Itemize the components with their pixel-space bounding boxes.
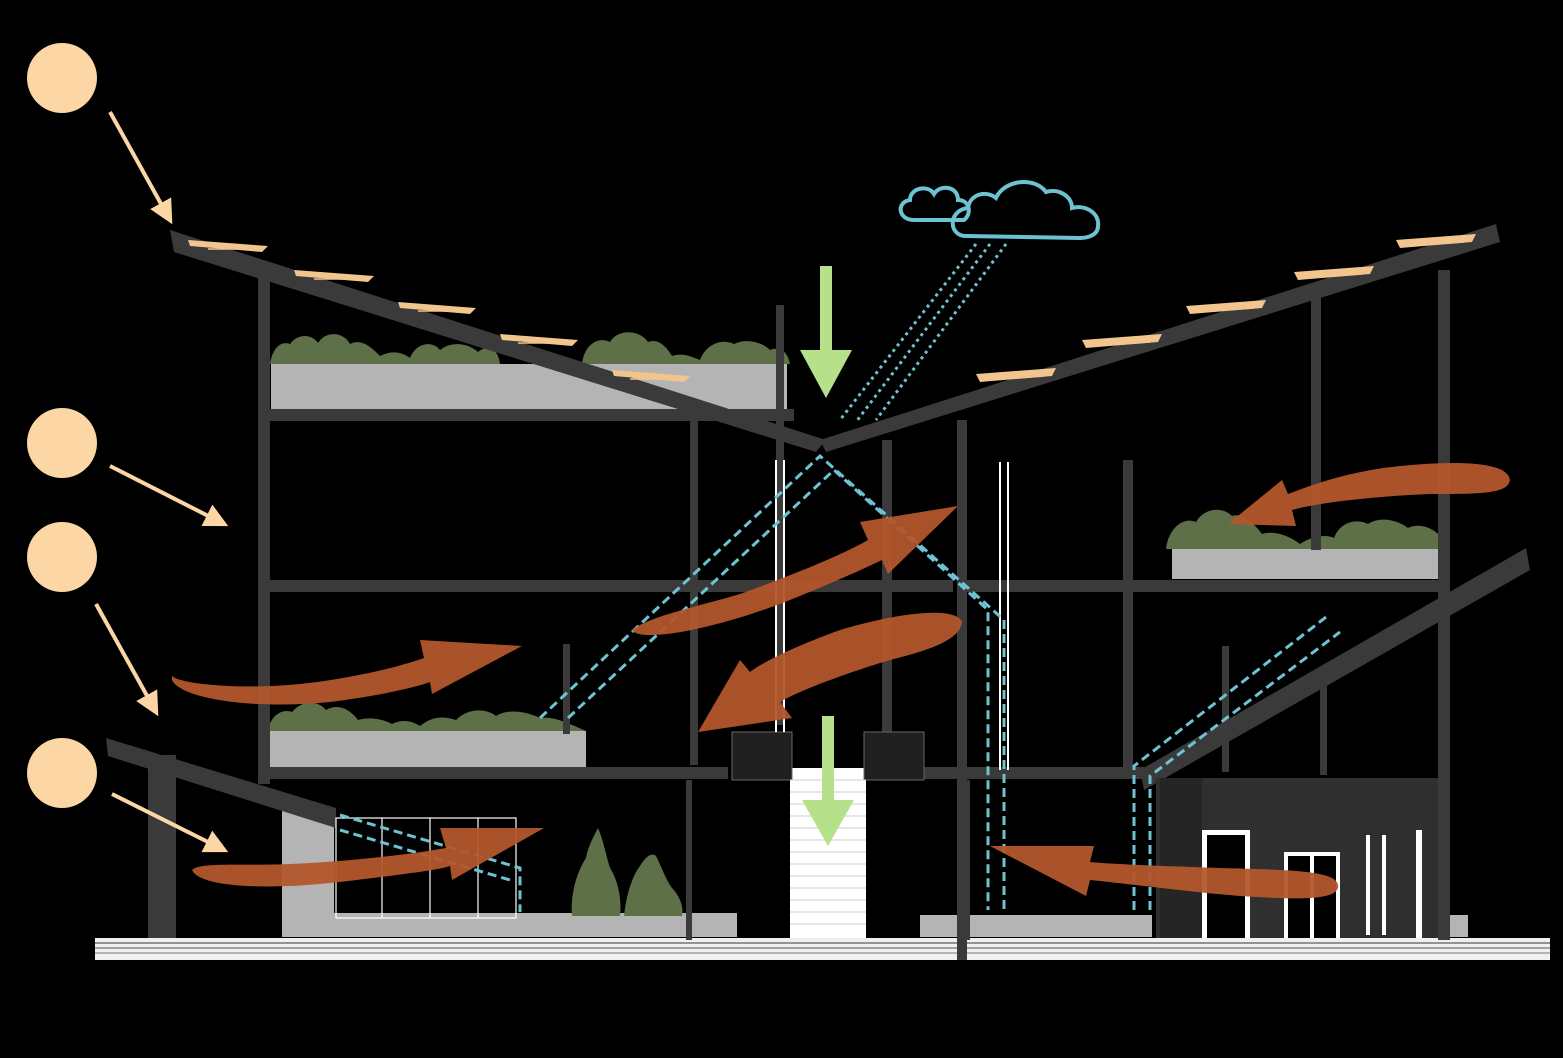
slab-level-1 [258, 767, 728, 779]
tree-icon [624, 854, 683, 916]
rain-path [339, 813, 522, 912]
column [957, 420, 967, 960]
column [1222, 646, 1229, 772]
column [882, 440, 892, 765]
airflow-arrow-icon [632, 506, 958, 636]
sun-rays [94, 111, 229, 853]
daylight-arrow-icon [800, 266, 852, 398]
stair-cap-right [863, 731, 925, 781]
airflow-arrow-icon [172, 640, 522, 705]
solar-panels [188, 234, 1476, 382]
column [563, 644, 570, 734]
structure-slabs [258, 409, 1447, 779]
column [258, 272, 270, 784]
planter-mid-left [270, 731, 586, 767]
wall-block [1160, 778, 1202, 938]
sun-ray-arrow [108, 111, 173, 225]
rain-line [874, 243, 1008, 421]
column [1311, 295, 1321, 550]
column [964, 780, 970, 940]
sun-icon [27, 43, 97, 113]
clouds [898, 179, 1101, 241]
roof-left [170, 230, 826, 452]
airflow-arrow-icon [1228, 462, 1510, 526]
solar-panel-icon [1186, 300, 1266, 314]
sun-ray-arrow [111, 792, 229, 853]
daylight-arrow-icon [802, 716, 854, 846]
stair-cap-left [731, 731, 793, 781]
planter-top-left [271, 364, 787, 409]
slab-level-2-right [957, 580, 1447, 592]
pillar [1416, 830, 1422, 938]
sun-icon [27, 522, 97, 592]
column [1320, 680, 1327, 775]
column [776, 305, 784, 725]
airflow-arrow-icon [192, 828, 544, 887]
column [686, 780, 692, 940]
solar-panel-icon [976, 368, 1056, 382]
plant-group-icon [268, 702, 586, 731]
solar-panel-icon [188, 240, 268, 252]
plant-group-icon [582, 332, 790, 364]
rain-drops [838, 243, 1008, 423]
sun-ray-arrow [109, 464, 229, 527]
planter-right [1172, 549, 1448, 579]
canopy-low-left [106, 738, 336, 828]
rain-line [838, 243, 978, 421]
solar-panel-icon [612, 370, 690, 382]
pillar [1366, 835, 1370, 935]
suns [27, 43, 97, 808]
rain-path [1132, 612, 1331, 910]
slab-level-3 [258, 409, 794, 421]
cloud-icon [950, 179, 1101, 241]
canopy-right [1140, 548, 1530, 790]
ground [95, 938, 1550, 960]
plant-group-icon [1166, 509, 1448, 549]
pillar [1382, 835, 1386, 935]
solar-panel-icon [1294, 266, 1374, 280]
cloud-icon [898, 185, 971, 222]
sun-icon [27, 408, 97, 478]
solar-panel-icon [294, 270, 374, 282]
sun-ray-arrow [94, 603, 159, 717]
column [148, 755, 176, 938]
plant-group-icon [270, 334, 500, 364]
rain-line [854, 243, 992, 423]
planter-ground-bed [282, 913, 737, 937]
solar-panel-icon [500, 334, 578, 346]
solar-panel-icon [1396, 234, 1476, 248]
slab-level-1-right [920, 767, 1160, 779]
sun-icon [27, 738, 97, 808]
solar-panel-icon [398, 302, 476, 314]
rain-path [1148, 630, 1341, 910]
airflow-arrows [172, 462, 1510, 899]
airflow-arrow-icon [698, 612, 962, 732]
planter-ground-right [920, 915, 1152, 937]
planter-ground-far [1448, 915, 1468, 937]
column [1123, 460, 1133, 775]
daylight-arrows [800, 266, 854, 846]
column [690, 420, 698, 765]
slab-level-2 [258, 580, 953, 592]
tree-icon [571, 828, 621, 916]
solar-panel-icon [1082, 334, 1162, 348]
airflow-arrow-icon [990, 846, 1339, 899]
